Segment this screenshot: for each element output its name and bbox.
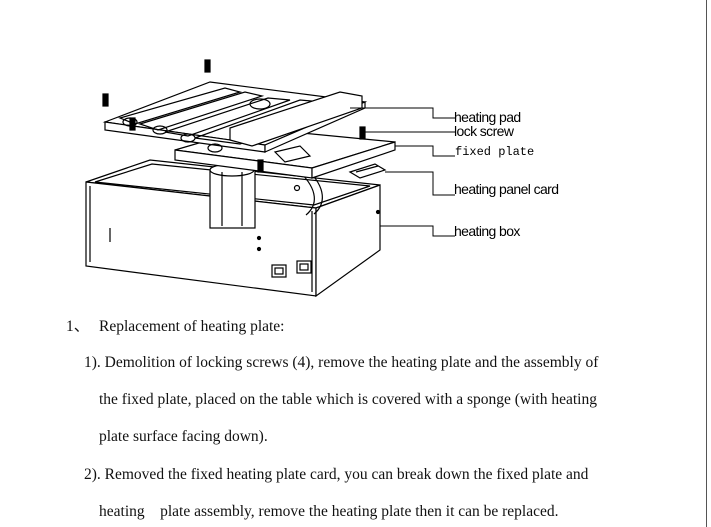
paragraph-line: heating plate assembly, remove the heati… — [99, 503, 559, 520]
lock-screw-drawing — [102, 59, 366, 173]
fixed-plate-label: fixed plate — [455, 145, 534, 159]
heating-pad-label: heating pad — [454, 109, 521, 125]
heating-box-label: heating box — [454, 223, 520, 239]
paragraph-line: 1). Demolition of locking screws (4), re… — [84, 354, 599, 371]
paragraph-line: 2). Removed the fixed heating plate card… — [84, 466, 589, 483]
lock-screw-label: lock screw — [454, 123, 515, 139]
section-title: Replacement of heating plate: — [99, 318, 285, 335]
heating-pad-drawing — [102, 81, 368, 153]
heating-column-drawing — [209, 163, 323, 229]
paragraph-line: plate surface facing down). — [99, 428, 268, 445]
leader-lines — [350, 107, 455, 237]
section-heading: 1、 Replacement of heating plate: — [66, 318, 285, 336]
paragraph-line: the fixed plate, placed on the table whi… — [99, 391, 597, 408]
heating-panel-card-label: heating panel card — [454, 181, 558, 197]
page-edge-rule — [706, 0, 707, 527]
heating-assembly-diagram: heating pad lock screw fixed plate heati… — [85, 59, 559, 298]
section-number: 1、 — [66, 318, 90, 335]
heating-panel-card-drawing — [348, 163, 387, 179]
